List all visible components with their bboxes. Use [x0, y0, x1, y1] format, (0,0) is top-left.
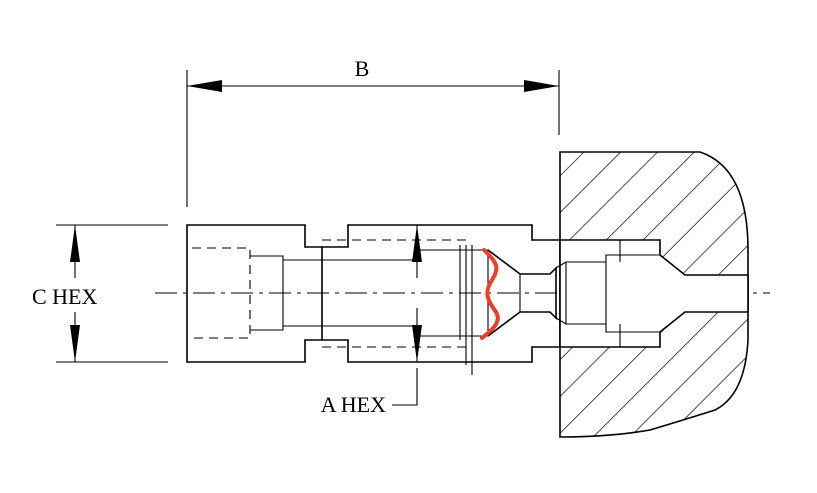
arrowhead-a-top	[412, 225, 422, 262]
arrowhead-right	[524, 80, 559, 92]
arrowhead-left	[187, 80, 222, 92]
cone-nose	[487, 249, 557, 337]
arrowhead-top	[70, 225, 80, 262]
port-body-section	[555, 151, 749, 438]
label-a-hex: A HEX	[321, 392, 387, 417]
arrowhead-a-bottom	[412, 325, 422, 362]
dimension-b: B	[186, 56, 560, 207]
label-c-hex: C HEX	[32, 284, 98, 309]
dimension-a-hex: A HEX	[321, 225, 422, 417]
leader-line-a	[392, 368, 418, 406]
dimension-c-hex: C HEX	[32, 224, 168, 363]
middle-hex-nut	[322, 224, 559, 375]
seal-ring	[480, 248, 500, 340]
arrowhead-bottom	[70, 325, 80, 362]
label-b: B	[355, 56, 370, 81]
